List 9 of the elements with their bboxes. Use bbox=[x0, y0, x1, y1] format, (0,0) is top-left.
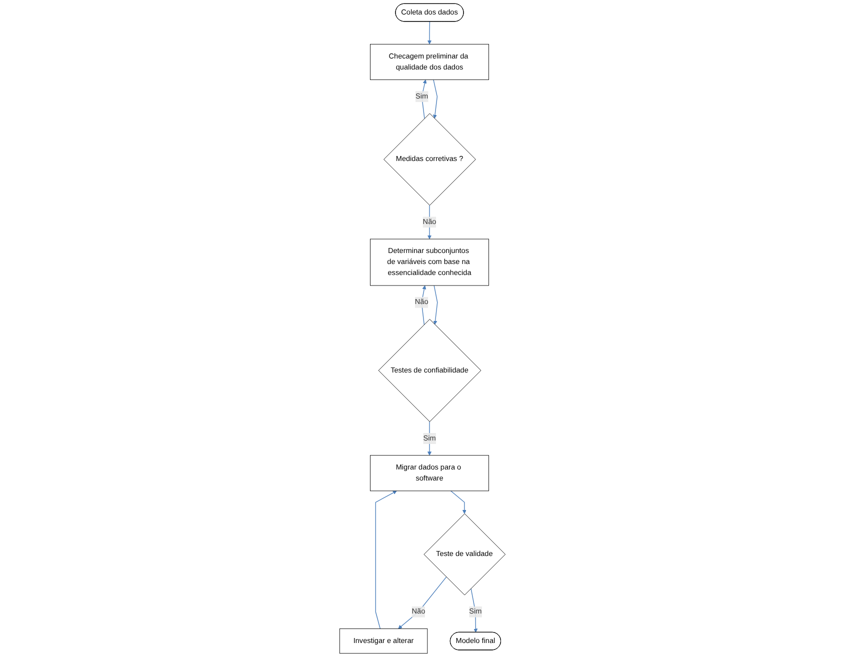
arrow bbox=[398, 576, 447, 629]
arrow bbox=[421, 80, 427, 119]
arrow bbox=[428, 204, 432, 240]
arrow bbox=[428, 421, 432, 456]
arrow bbox=[433, 285, 438, 325]
arrow bbox=[432, 79, 438, 119]
arrow bbox=[450, 490, 466, 514]
arrow bbox=[375, 490, 397, 630]
arrow bbox=[428, 21, 432, 44]
